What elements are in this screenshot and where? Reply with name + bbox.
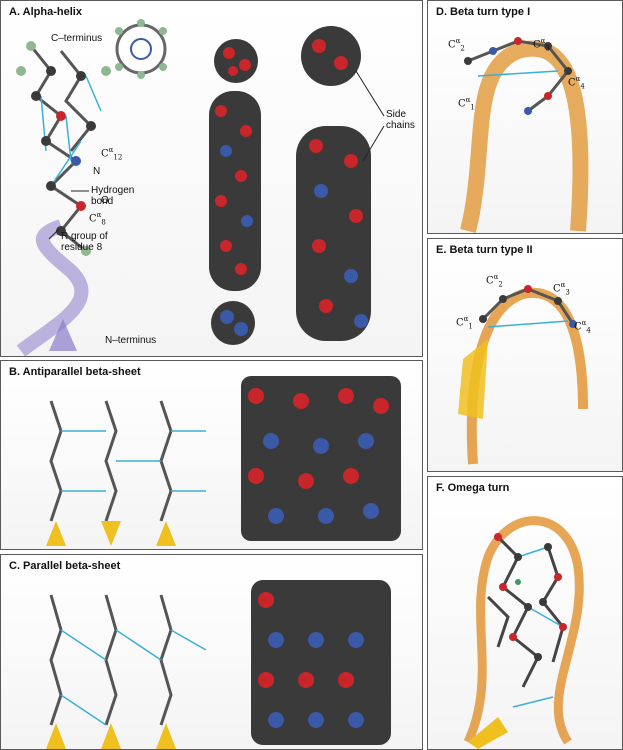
- turn-2-arrow: [458, 339, 488, 419]
- beta-turn-1-illustration: [460, 37, 589, 233]
- panel-c-title: C. Parallel beta-sheet: [9, 560, 121, 572]
- side-chain-pointer-lines: [355, 70, 385, 162]
- panel-alpha-helix: A. Alpha-helix: [0, 0, 423, 357]
- space-fill-backbone: [209, 39, 261, 345]
- helix-top-view: [115, 19, 167, 79]
- turn-2-c4-label: Cα4: [574, 319, 591, 335]
- n-terminus-label: N–terminus: [105, 335, 157, 346]
- turn-2-c1-label: Cα1: [456, 315, 473, 331]
- panel-f-title: F. Omega turn: [436, 482, 510, 494]
- c-terminus-label: C–terminus: [51, 33, 103, 44]
- antiparallel-sheet-illustration: [46, 376, 401, 546]
- panel-d-title: D. Beta turn type I: [436, 6, 531, 18]
- turn-1-hbond: [477, 70, 559, 77]
- turn-2-c3-label: Cα3: [553, 281, 570, 297]
- antiparallel-hbonds: [61, 430, 206, 492]
- turn-1-atoms: [464, 37, 572, 115]
- parallel-space-fill: [251, 580, 391, 745]
- antiparallel-arrows: [46, 521, 176, 546]
- helix-atoms: [16, 41, 111, 256]
- omega-arrow: [468, 717, 508, 749]
- panel-antiparallel-beta-sheet: B. Antiparallel beta-sheet: [0, 360, 423, 550]
- turn-1-ribbon: [460, 40, 589, 233]
- parallel-sheet-illustration: [46, 580, 391, 749]
- omega-hbonds: [512, 546, 564, 708]
- turn-2-c2-label: Cα2: [486, 273, 503, 289]
- omega-atoms: [494, 533, 567, 661]
- panel-b-title: B. Antiparallel beta-sheet: [9, 366, 141, 378]
- parallel-strands: [49, 594, 173, 726]
- omega-turn-illustration: [463, 516, 584, 749]
- turn-1-c4-label: Cα4: [568, 75, 585, 91]
- turn-2-atoms: [479, 285, 577, 328]
- panel-a-title: A. Alpha-helix: [9, 6, 82, 18]
- side-chains-label: Side chains: [386, 109, 415, 131]
- turn-2-hbond: [487, 320, 569, 328]
- antiparallel-space-fill: [241, 376, 401, 541]
- o-label: O: [101, 195, 109, 206]
- panel-e-title: E. Beta turn type II: [436, 244, 533, 256]
- label-pointer-lines: [48, 190, 89, 240]
- turn-1-c1-label: Cα1: [458, 96, 475, 112]
- helix-ribbon: [16, 219, 89, 356]
- parallel-arrows: [46, 723, 176, 749]
- parallel-hbonds: [60, 629, 207, 726]
- turn-1-c3-label: Cα3: [533, 37, 550, 53]
- r-group-label: R group of residue 8: [61, 231, 108, 253]
- panel-omega-turn: F. Omega turn: [427, 476, 623, 750]
- turn-2-ribbon: [466, 287, 588, 465]
- panel-parallel-beta-sheet: C. Parallel beta-sheet: [0, 554, 423, 750]
- c-alpha-8-label: Cα8: [89, 211, 106, 227]
- c-alpha-12-label: Cα12: [101, 146, 123, 162]
- omega-backbone-sticks: [486, 535, 565, 688]
- panel-beta-turn-type-1: D. Beta turn type I Cα2 Cα3 Cα4 Cα1: [427, 0, 623, 234]
- beta-turn-2-illustration: [458, 285, 588, 465]
- panel-beta-turn-type-2: E. Beta turn type II Cα2 Cα3 Cα1 Cα4: [427, 238, 623, 472]
- alpha-helix-illustration: [16, 19, 385, 356]
- omega-ribbon: [463, 516, 584, 745]
- turn-1-c2-label: Cα2: [448, 37, 465, 53]
- helix-backbone-sticks: [29, 45, 94, 253]
- space-fill-side-chains: [296, 26, 371, 341]
- n-label: N: [93, 166, 101, 177]
- hydrogen-bond-label: Hydrogen bond: [91, 185, 135, 207]
